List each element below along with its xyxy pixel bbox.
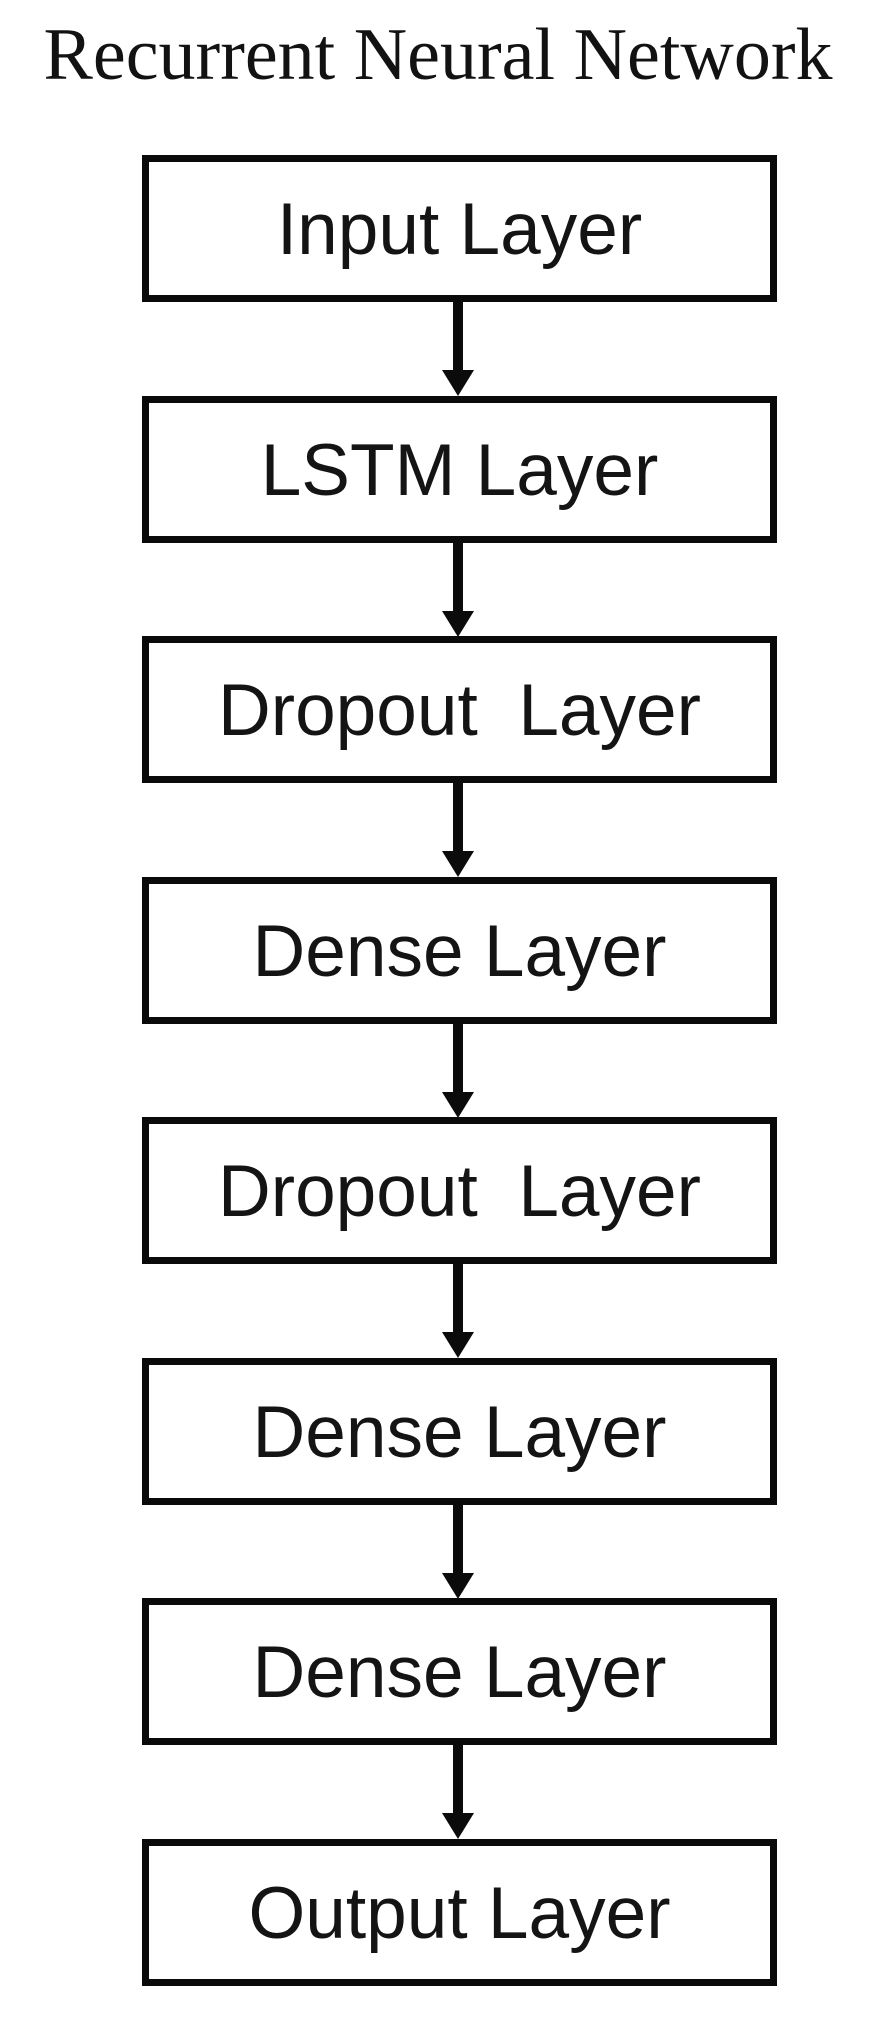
layer-label-dense-3: Dense Layer (252, 1632, 667, 1713)
layer-box-dense-2: Dense Layer (142, 1358, 777, 1505)
layer-box-lstm: LSTM Layer (142, 396, 777, 543)
arrow-head (442, 1573, 474, 1599)
arrow-down-icon (442, 1024, 474, 1118)
arrow-stem (453, 1024, 463, 1092)
arrow-head (442, 1332, 474, 1358)
layer-label-output: Output Layer (248, 1873, 671, 1954)
arrow-head (442, 611, 474, 637)
layer-box-input: Input Layer (142, 155, 777, 302)
layer-label-dense-2: Dense Layer (252, 1392, 667, 1473)
layer-box-output: Output Layer (142, 1839, 777, 1986)
arrow-stem (453, 1505, 463, 1573)
arrow-down-icon (442, 783, 474, 877)
arrow-stem (453, 1745, 463, 1813)
arrow-down-icon (442, 543, 474, 637)
arrow-head (442, 370, 474, 396)
layer-box-dense-1: Dense Layer (142, 877, 777, 1024)
arrow-stem (453, 543, 463, 611)
arrow-down-icon (442, 1745, 474, 1839)
arrow-head (442, 1813, 474, 1839)
layer-label-input: Input Layer (276, 189, 643, 270)
arrow-stem (453, 302, 463, 370)
arrow-head (442, 1092, 474, 1118)
arrow-down-icon (442, 1505, 474, 1599)
layer-box-dense-3: Dense Layer (142, 1598, 777, 1745)
diagram-title: Recurrent Neural Network (43, 14, 833, 96)
arrow-stem (453, 783, 463, 851)
layer-box-dropout-2: Dropout Layer (142, 1117, 777, 1264)
arrow-down-icon (442, 302, 474, 396)
layer-box-dropout-1: Dropout Layer (142, 636, 777, 783)
layer-label-dense-1: Dense Layer (252, 911, 667, 992)
layer-label-lstm: LSTM Layer (260, 430, 659, 511)
arrow-stem (453, 1264, 463, 1332)
layer-label-dropout-1: Dropout Layer (218, 670, 701, 751)
arrow-down-icon (442, 1264, 474, 1358)
arrow-head (442, 851, 474, 877)
layer-label-dropout-2: Dropout Layer (218, 1151, 701, 1232)
